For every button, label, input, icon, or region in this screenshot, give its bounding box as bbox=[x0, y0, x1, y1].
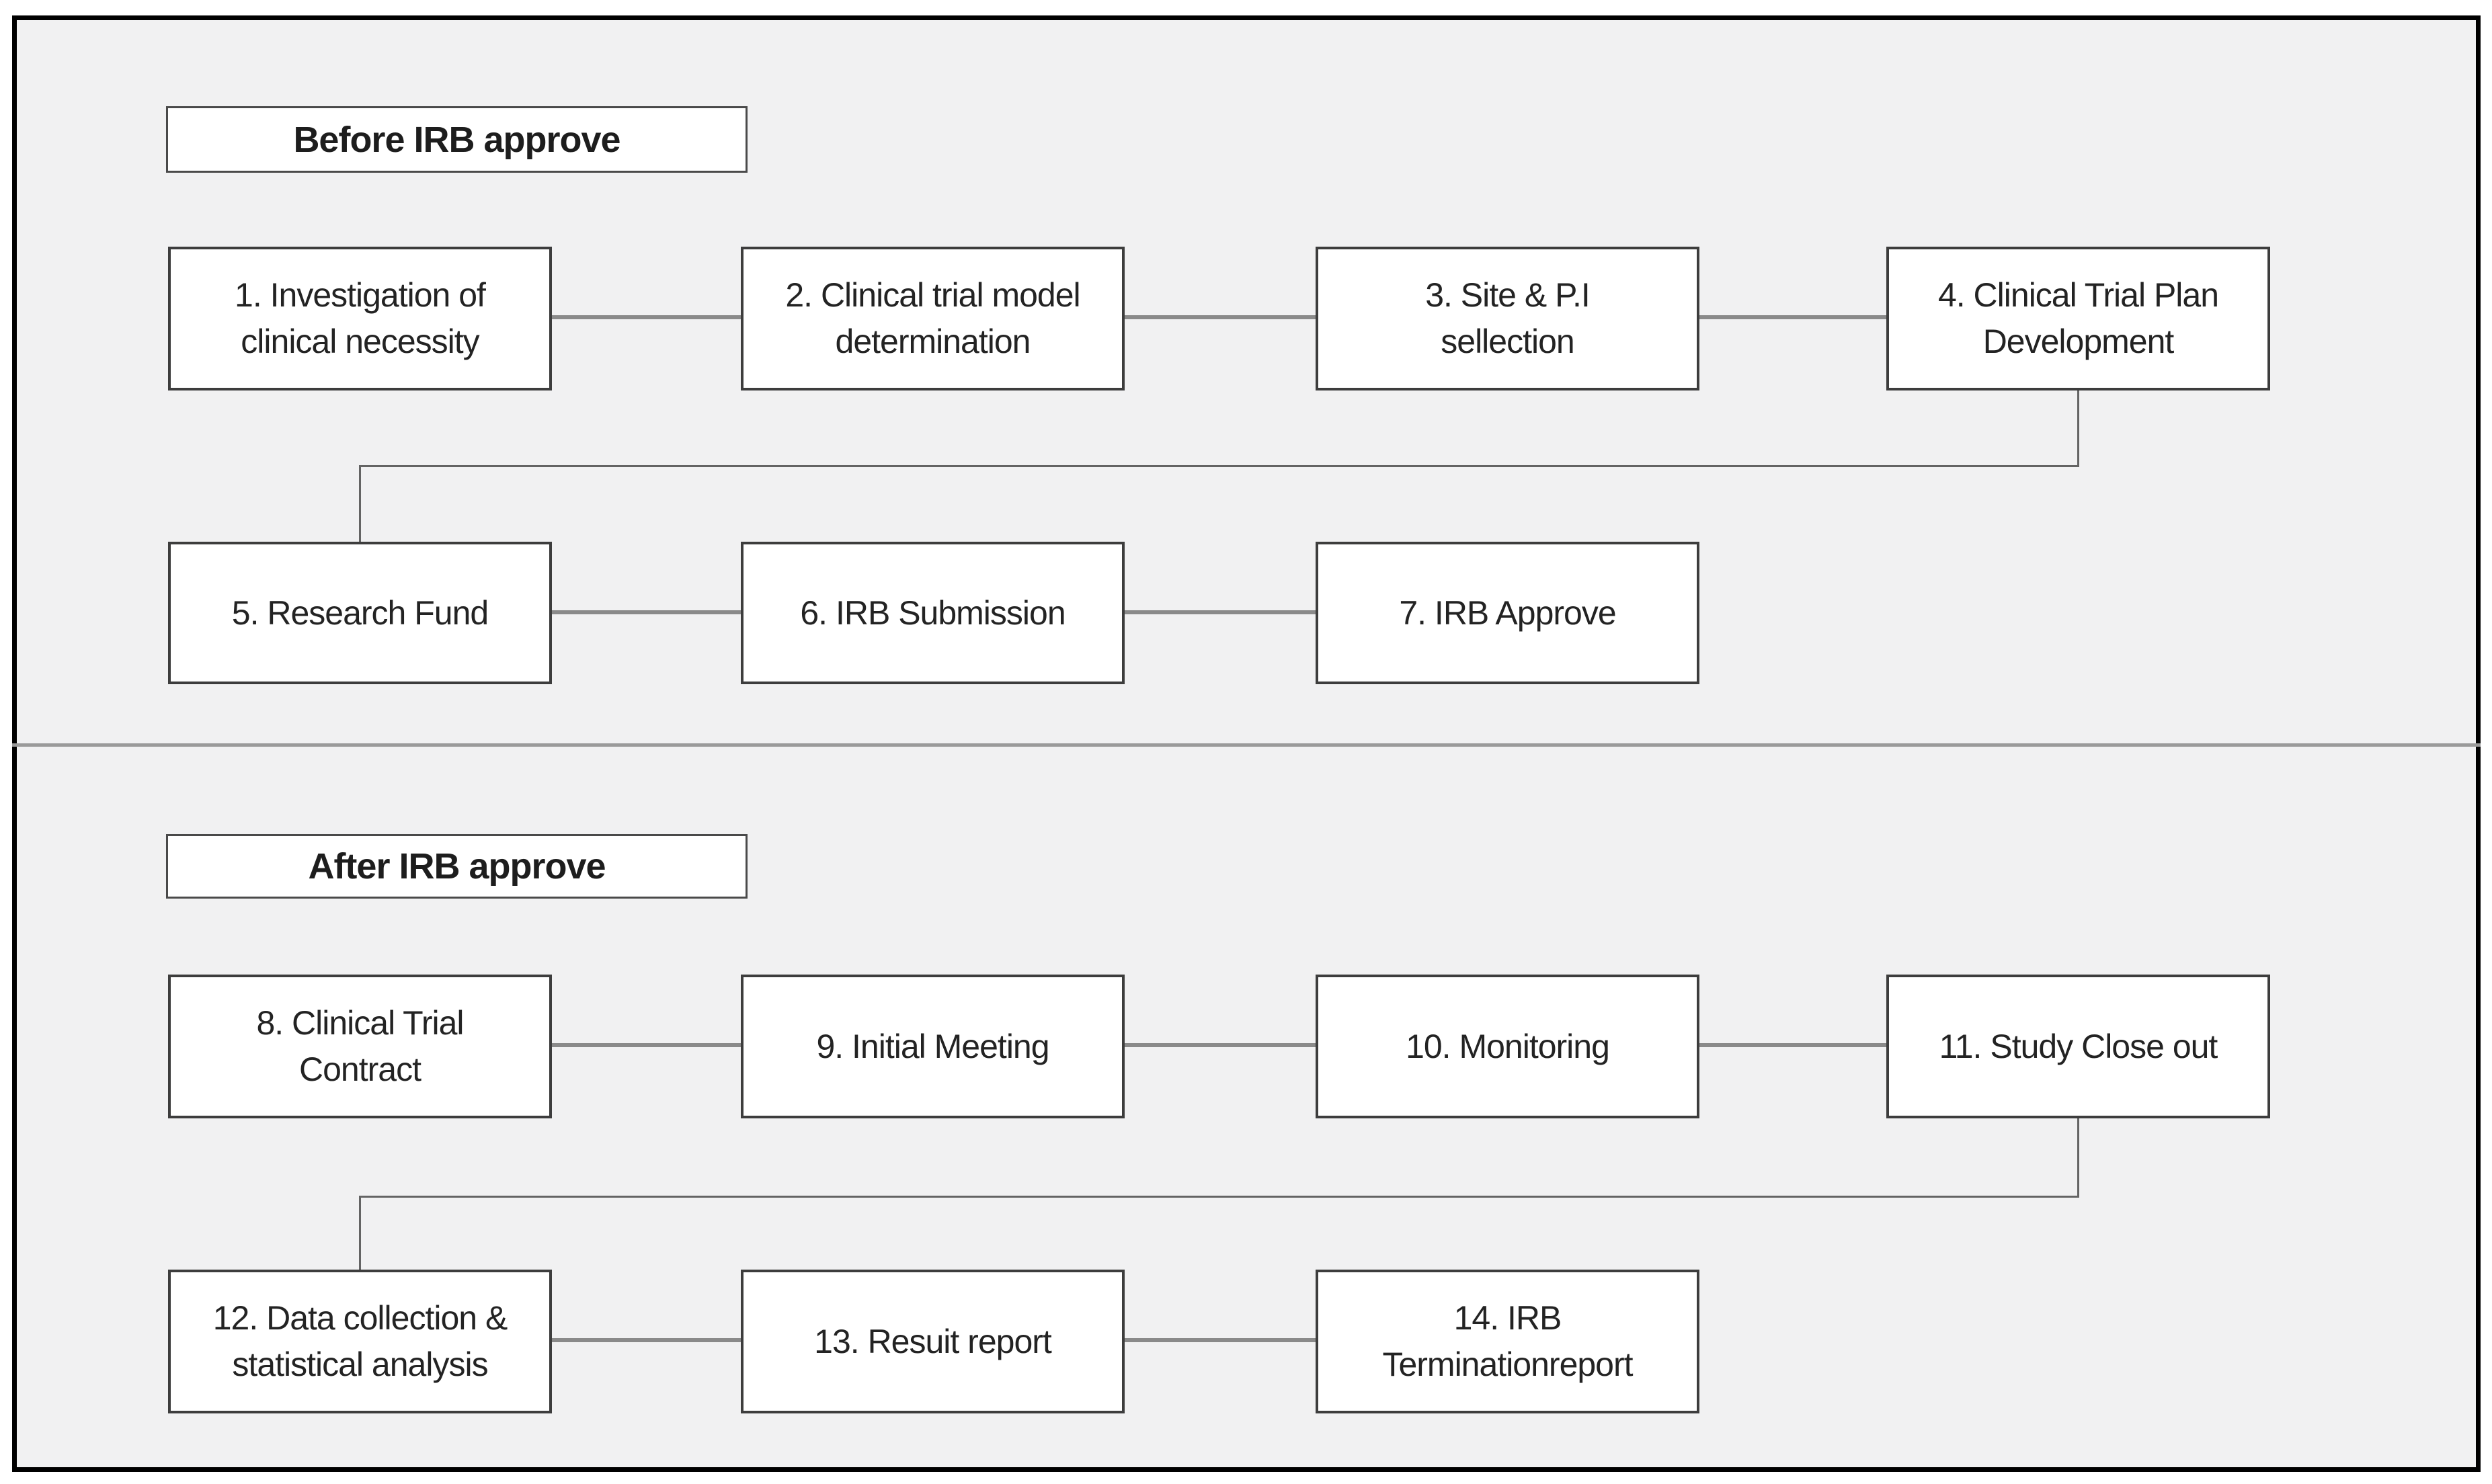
step-label: 8. Clinical Trial Contract bbox=[256, 1004, 464, 1088]
elbow-connector-4-5-drop bbox=[2077, 390, 2079, 465]
step-label: 7. IRB Approve bbox=[1399, 593, 1616, 632]
connector-13-14 bbox=[1125, 1338, 1316, 1342]
step-label: 1. Investigation of clinical necessity bbox=[235, 276, 486, 360]
step-box-4-trial-plan: 4. Clinical Trial Plan Development bbox=[1886, 247, 2270, 390]
step-box-6-irb-submission: 6. IRB Submission bbox=[741, 542, 1125, 684]
step-box-10-monitoring: 10. Monitoring bbox=[1316, 975, 1699, 1118]
elbow-connector-11-12-entry bbox=[359, 1196, 361, 1270]
elbow-connector-11-12-drop bbox=[2077, 1118, 2079, 1196]
step-box-2-trial-model: 2. Clinical trial model determination bbox=[741, 247, 1125, 390]
section-header-before-irb-approve: Before IRB approve bbox=[166, 106, 748, 173]
connector-6-7 bbox=[1125, 610, 1316, 614]
step-label: 2. Clinical trial model determination bbox=[785, 276, 1080, 360]
connector-1-2 bbox=[552, 315, 741, 319]
section-divider-line bbox=[12, 743, 2481, 747]
section-header-label: Before IRB approve bbox=[293, 119, 620, 160]
step-label: 13. Resuit report bbox=[814, 1322, 1052, 1360]
connector-10-11 bbox=[1699, 1043, 1886, 1047]
step-label: 12. Data collection & statistical analys… bbox=[212, 1299, 508, 1383]
step-box-13-result-report: 13. Resuit report bbox=[741, 1270, 1125, 1413]
step-box-3-site-pi-selection: 3. Site & P.I sellection bbox=[1316, 247, 1699, 390]
elbow-connector-11-12-run bbox=[359, 1196, 2079, 1198]
connector-3-4 bbox=[1699, 315, 1886, 319]
connector-9-10 bbox=[1125, 1043, 1316, 1047]
elbow-connector-4-5-run bbox=[359, 465, 2079, 467]
step-label: 3. Site & P.I sellection bbox=[1425, 276, 1591, 360]
connector-5-6 bbox=[552, 610, 741, 614]
step-box-12-data-collection: 12. Data collection & statistical analys… bbox=[168, 1270, 552, 1413]
step-label: 6. IRB Submission bbox=[800, 593, 1066, 632]
step-box-14-irb-termination-report: 14. IRB Terminationreport bbox=[1316, 1270, 1699, 1413]
step-box-7-irb-approve: 7. IRB Approve bbox=[1316, 542, 1699, 684]
step-box-11-study-close-out: 11. Study Close out bbox=[1886, 975, 2270, 1118]
connector-2-3 bbox=[1125, 315, 1316, 319]
step-label: 4. Clinical Trial Plan Development bbox=[1937, 276, 2219, 360]
elbow-connector-4-5-entry bbox=[359, 465, 361, 542]
step-box-8-trial-contract: 8. Clinical Trial Contract bbox=[168, 975, 552, 1118]
step-box-5-research-fund: 5. Research Fund bbox=[168, 542, 552, 684]
section-header-after-irb-approve: After IRB approve bbox=[166, 834, 748, 899]
step-box-1-investigation: 1. Investigation of clinical necessity bbox=[168, 247, 552, 390]
connector-8-9 bbox=[552, 1043, 741, 1047]
step-label: 5. Research Fund bbox=[231, 593, 489, 632]
connector-12-13 bbox=[552, 1338, 741, 1342]
step-label: 10. Monitoring bbox=[1406, 1027, 1610, 1065]
step-label: 9. Initial Meeting bbox=[816, 1027, 1049, 1065]
section-header-label: After IRB approve bbox=[308, 846, 606, 887]
step-box-9-initial-meeting: 9. Initial Meeting bbox=[741, 975, 1125, 1118]
step-label: 11. Study Close out bbox=[1939, 1027, 2218, 1065]
step-label: 14. IRB Terminationreport bbox=[1382, 1299, 1633, 1383]
